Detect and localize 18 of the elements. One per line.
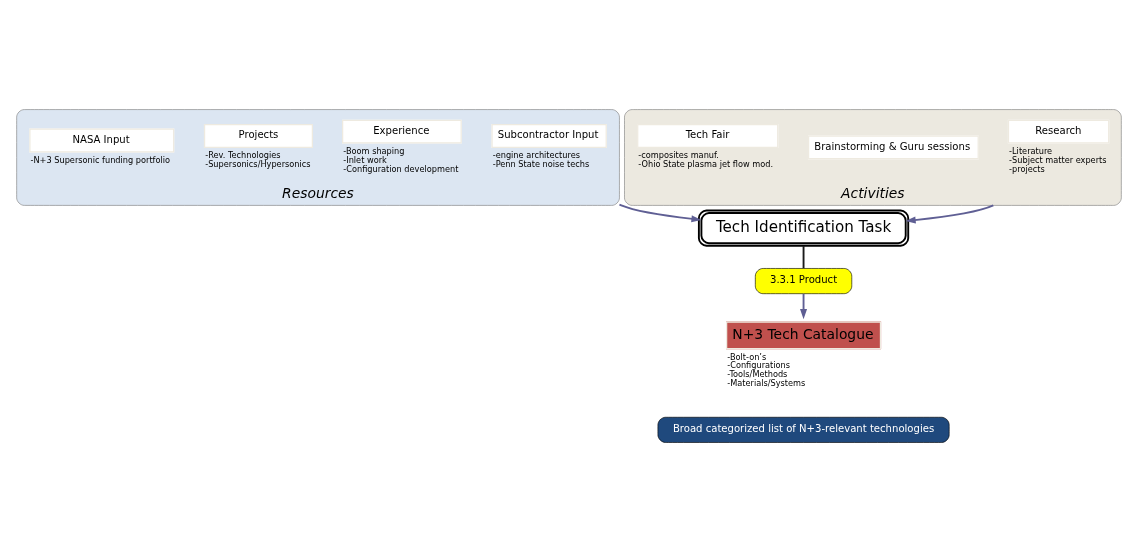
connector: [802, 244, 805, 269]
node-label: -engine architectures: [492, 149, 580, 160]
node-label: -Penn State noise techs: [492, 158, 590, 169]
node-box: Broad categorized list of N+3-relevant technologies: [657, 416, 950, 443]
node-label: -Configurations: [727, 359, 791, 370]
node-label: -Literature: [1009, 145, 1053, 156]
arrow: [618, 203, 702, 222]
node-label: -composites manuf.: [638, 149, 719, 160]
node-label: -N+3 Supersonic funding portfolio: [30, 154, 171, 165]
node-label: -Materials/Systems: [727, 377, 806, 388]
node-label: -Inlet work: [343, 154, 387, 165]
node-label: -Rev. Technologies: [205, 149, 281, 160]
node-box: 3.3.1 Product: [755, 267, 853, 294]
node-label: -Bolt-on’s: [727, 351, 767, 361]
node-label: -Boom shaping: [343, 145, 405, 156]
node-label: -Configuration development: [343, 163, 459, 174]
arrow: [905, 203, 995, 224]
node-label: -Subject matter experts: [1009, 154, 1107, 165]
